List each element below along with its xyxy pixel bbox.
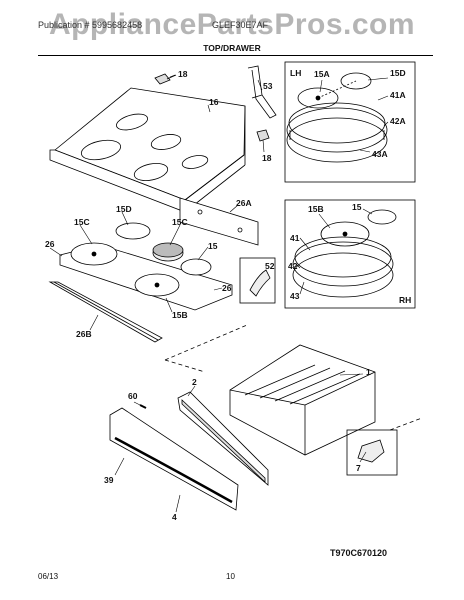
drawer-panel-2: [177, 391, 269, 486]
callout-43: 43: [290, 291, 300, 301]
lh-box-label: LH: [290, 68, 302, 78]
callout-15c-right: 15C: [172, 217, 188, 227]
clip-18-bottom: [256, 129, 270, 142]
callout-42: 42: [288, 261, 298, 271]
callout-39: 39: [104, 475, 114, 485]
callout-41: 41: [290, 233, 300, 243]
footer-date: 06/13: [38, 572, 59, 581]
callout-26-left: 26: [45, 239, 55, 249]
bracket-53: [247, 65, 277, 119]
callout-52: 52: [265, 261, 275, 271]
element-tray: [59, 222, 233, 311]
callout-60: 60: [128, 391, 138, 401]
lh-element-box: [284, 61, 416, 183]
watermark: AppliancePartsPros.com: [48, 8, 416, 41]
callout-18-lower: 18: [262, 153, 272, 163]
drawer-1: [229, 344, 376, 456]
publication-number: Publication # 5995682458: [38, 20, 143, 30]
callout-2: 2: [192, 377, 197, 387]
cooktop-glass: [49, 87, 246, 213]
glide-7: [346, 429, 398, 476]
callout-4: 4: [172, 512, 177, 522]
screw-60: [139, 404, 147, 409]
callout-15d-lh: 15D: [390, 68, 406, 78]
callout-26-right: 26: [222, 283, 232, 293]
callout-1: 1: [366, 367, 371, 377]
callout-26b: 26B: [76, 329, 92, 339]
callout-53: 53: [263, 81, 273, 91]
model-number: GLEF30E7AF: [212, 20, 269, 30]
clip-18-top: [154, 73, 177, 85]
callout-15b-rh: 15B: [308, 204, 324, 214]
header-rule: [38, 55, 433, 56]
callout-7: 7: [356, 463, 361, 473]
leader-lines: [49, 74, 389, 513]
drawer-guide: [164, 324, 423, 431]
callout-41a: 41A: [390, 90, 406, 100]
callout-42a: 42A: [390, 116, 406, 126]
callout-43a: 43A: [372, 149, 388, 159]
rh-box-label: RH: [399, 295, 412, 305]
callout-26a: 26A: [236, 198, 252, 208]
illustration-code: T970C670120: [330, 548, 388, 558]
callout-16: 16: [209, 97, 219, 107]
section-title: TOP/DRAWER: [203, 43, 261, 53]
callout-15b: 15B: [172, 310, 188, 320]
bracket-26a: [179, 197, 259, 246]
drawer-front-4: [109, 407, 239, 511]
callout-15c-left: 15C: [74, 217, 90, 227]
rail-26b: [48, 281, 163, 343]
callout-15: 15: [208, 241, 218, 251]
spring-52: [239, 257, 276, 304]
callout-15-rh: 15: [352, 202, 362, 212]
callout-18: 18: [178, 69, 188, 79]
rh-element-box: [284, 199, 416, 309]
footer-page-number: 10: [226, 572, 235, 581]
callout-15d: 15D: [116, 204, 132, 214]
callout-15a: 15A: [314, 69, 330, 79]
